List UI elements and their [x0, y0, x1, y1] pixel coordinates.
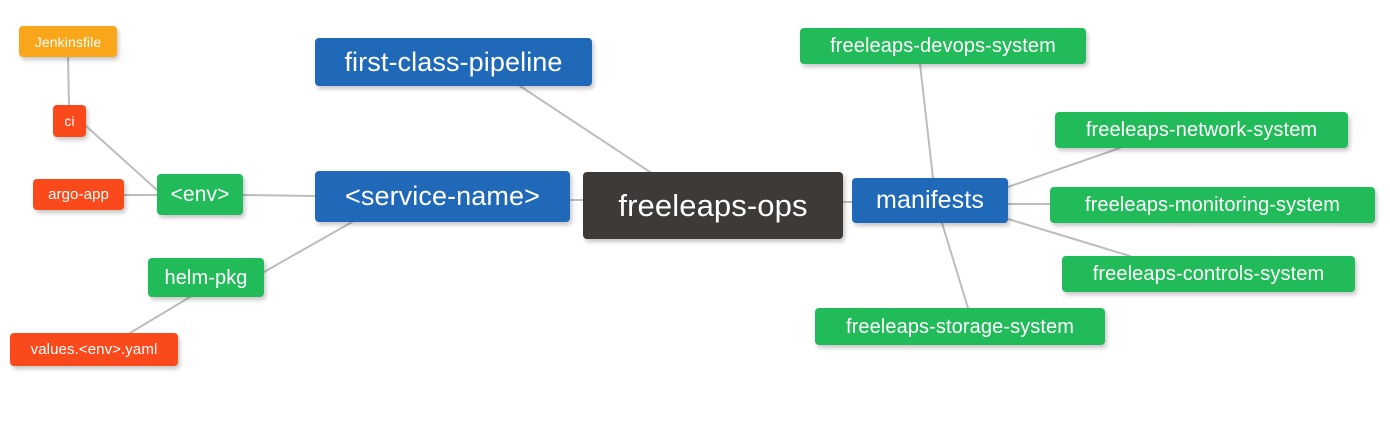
node-ci[interactable]: ci — [53, 105, 86, 137]
edge-env-to-service-name — [242, 194, 316, 197]
edge-manifests-to-freeleaps-storage-system — [941, 222, 969, 309]
node-label-helm-pkg: helm-pkg — [164, 266, 248, 289]
node-label-manifests: manifests — [876, 186, 984, 214]
node-label-freeleaps-storage-system: freeleaps-storage-system — [845, 315, 1075, 338]
node-manifests[interactable]: manifests — [852, 178, 1008, 223]
node-label-service-name: <service-name> — [345, 181, 540, 211]
node-freeleaps-network-system[interactable]: freeleaps-network-system — [1055, 112, 1348, 148]
node-freeleaps-storage-system[interactable]: freeleaps-storage-system — [815, 308, 1105, 345]
edge-helm-pkg-to-service-name — [263, 221, 353, 273]
node-label-freeleaps-monitoring-system: freeleaps-monitoring-system — [1084, 194, 1340, 216]
node-label-env: <env> — [170, 183, 230, 206]
node-freeleaps-controls-system[interactable]: freeleaps-controls-system — [1062, 256, 1355, 292]
node-jenkinsfile[interactable]: Jenkinsfile — [19, 26, 117, 57]
node-label-freeleaps-ops: freeleaps-ops — [618, 188, 808, 223]
edge-jenkinsfile-to-ci — [67, 56, 70, 106]
edge-manifests-to-freeleaps-network-system — [1007, 147, 1121, 188]
node-freeleaps-devops-system[interactable]: freeleaps-devops-system — [800, 28, 1086, 64]
node-freeleaps-ops[interactable]: freeleaps-ops — [583, 172, 843, 239]
node-label-freeleaps-network-system: freeleaps-network-system — [1085, 119, 1318, 141]
node-helm-pkg[interactable]: helm-pkg — [148, 258, 264, 297]
edge-manifests-to-freeleaps-devops-system — [919, 63, 934, 179]
node-label-ci: ci — [64, 113, 75, 129]
node-label-freeleaps-devops-system: freeleaps-devops-system — [830, 35, 1056, 57]
node-freeleaps-monitoring-system[interactable]: freeleaps-monitoring-system — [1050, 187, 1375, 223]
node-label-jenkinsfile: Jenkinsfile — [34, 33, 102, 50]
node-values-yaml[interactable]: values.<env>.yaml — [10, 333, 178, 366]
edge-manifests-to-freeleaps-controls-system — [1007, 218, 1131, 257]
node-label-freeleaps-controls-system: freeleaps-controls-system — [1092, 263, 1325, 285]
node-label-argo-app: argo-app — [48, 186, 109, 203]
edge-values-yaml-to-helm-pkg — [129, 296, 191, 334]
node-env[interactable]: <env> — [157, 174, 243, 215]
node-label-first-class-pipeline: first-class-pipeline — [344, 46, 563, 77]
node-service-name[interactable]: <service-name> — [315, 171, 570, 222]
node-argo-app[interactable]: argo-app — [33, 179, 124, 210]
node-first-class-pipeline[interactable]: first-class-pipeline — [315, 38, 592, 86]
edge-first-class-pipeline-to-freeleaps-ops — [519, 85, 651, 173]
node-label-values-yaml: values.<env>.yaml — [30, 341, 158, 358]
